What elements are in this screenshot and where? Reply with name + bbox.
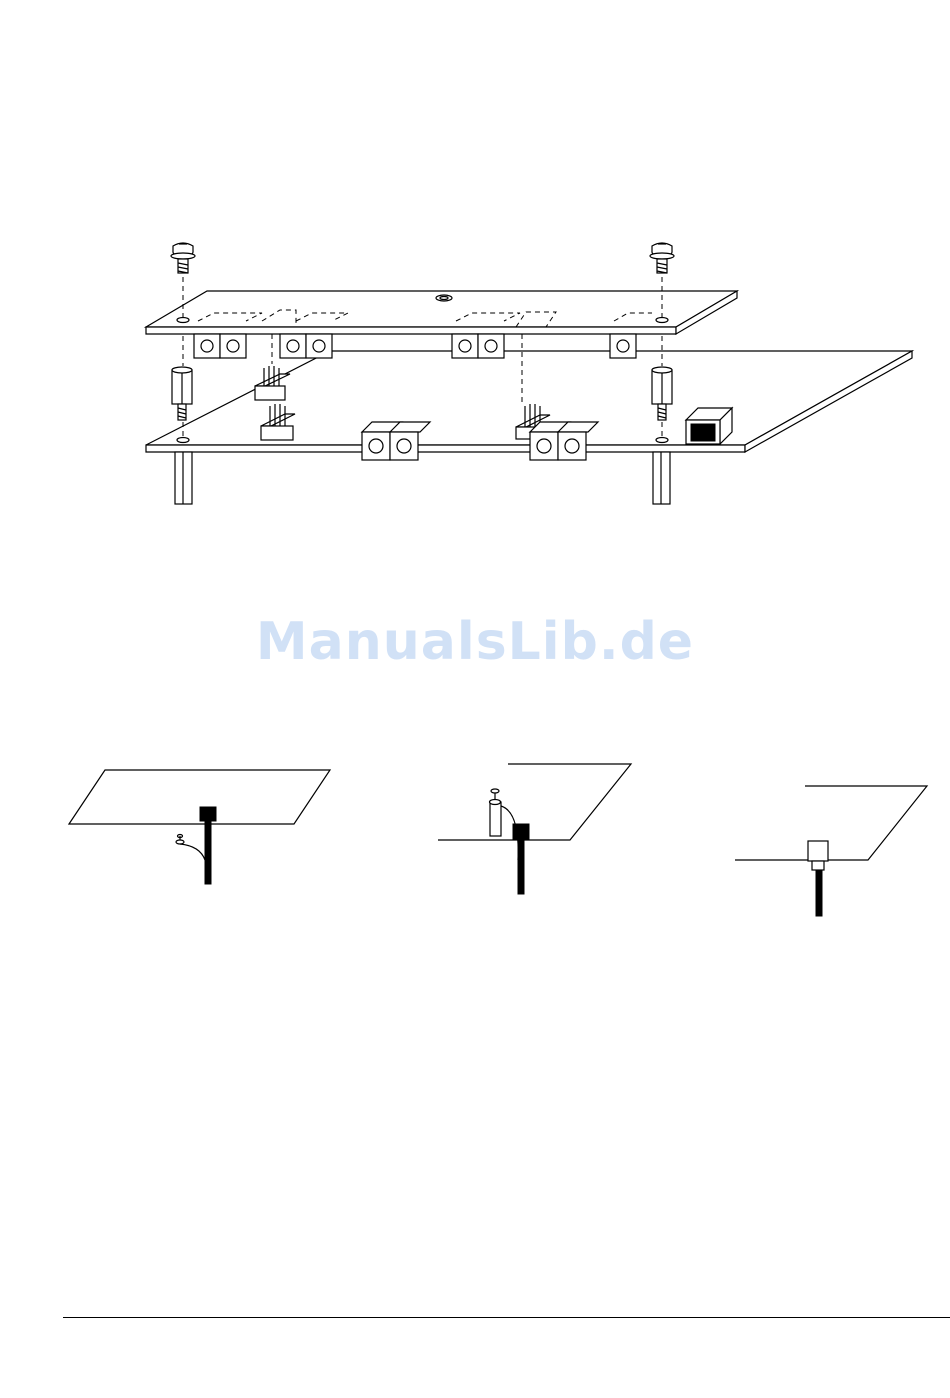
screw-left bbox=[171, 243, 195, 273]
standoff-mid-left bbox=[172, 367, 192, 420]
cable-detail-3 bbox=[735, 786, 927, 916]
cable-detail-1 bbox=[69, 770, 330, 884]
square-jack bbox=[686, 408, 732, 444]
exploded-assembly-diagram bbox=[0, 0, 950, 560]
footer-divider bbox=[63, 1317, 950, 1318]
standoff-bottom-left bbox=[175, 452, 192, 504]
standoff-bottom-right bbox=[653, 452, 670, 504]
screw-right bbox=[650, 243, 674, 273]
cable-detail-2 bbox=[438, 764, 631, 894]
cable-detail-diagrams bbox=[0, 740, 950, 940]
watermark: ManualsLib.de bbox=[0, 612, 950, 672]
